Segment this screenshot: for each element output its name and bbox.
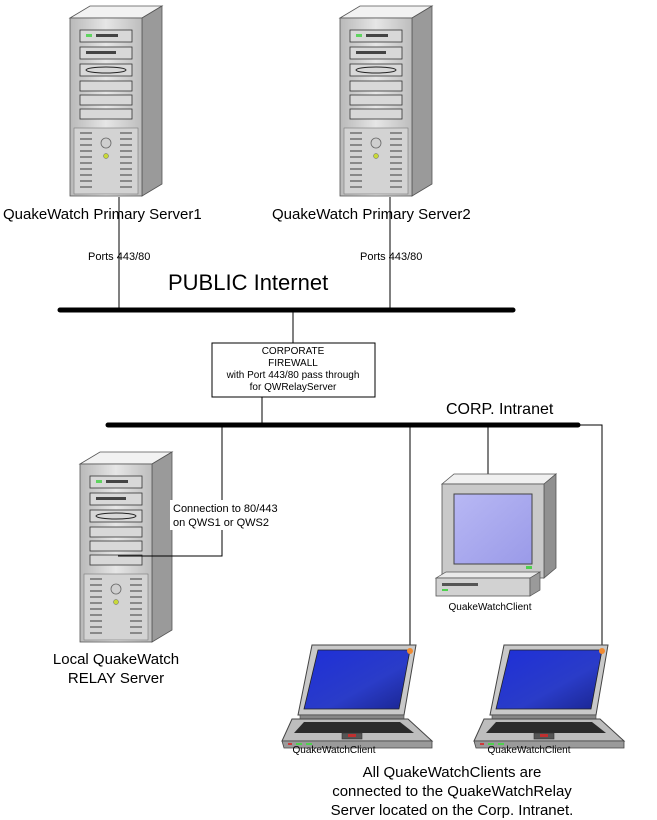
laptop1-client-link: [390, 425, 411, 677]
laptop1-client-label: QuakeWatchClient: [293, 745, 376, 756]
desktop-client-icon: [434, 473, 558, 597]
relay-connection-line2: on QWS1 or QWS2: [173, 517, 269, 529]
primary-server2-label: QuakeWatch Primary Server2: [272, 206, 471, 223]
note-line2: connected to the QuakeWatchRelay: [332, 783, 572, 800]
relay-server-icon: [79, 451, 173, 643]
primary-server1-icon: [69, 5, 163, 197]
public-internet-label: PUBLIC Internet: [168, 270, 328, 295]
firewall-line1: CORPORATE: [262, 346, 325, 357]
note-line3: Server located on the Corp. Intranet.: [331, 802, 574, 819]
relay-connection-note-bg: [170, 500, 275, 530]
firewall-line2: FIREWALL: [268, 358, 318, 369]
firewall-line4: for QWRelayServer: [250, 382, 337, 393]
corp-intranet-label: CORP. Intranet: [446, 401, 554, 418]
relay-server-label-line2: RELAY Server: [68, 670, 164, 687]
primary-server1-label: QuakeWatch Primary Server1: [3, 206, 202, 223]
corporate-firewall-box: [211, 342, 376, 398]
laptop1-client-icon: [281, 644, 433, 749]
server2-ports-label: Ports 443/80: [360, 251, 422, 263]
laptop2-client-label: QuakeWatchClient: [488, 745, 571, 756]
relay-server-label-line1: Local QuakeWatch: [53, 651, 179, 668]
primary-server2-icon: [339, 5, 433, 197]
note-line1: All QuakeWatchClients are: [363, 764, 542, 781]
relay-connection-line1: Connection to 80/443: [173, 503, 278, 515]
server1-ports-label: Ports 443/80: [88, 251, 150, 263]
firewall-line3: with Port 443/80 pass through: [226, 370, 360, 381]
laptop2-client-icon: [473, 644, 625, 749]
desktop-client-label: QuakeWatchClient: [449, 602, 532, 613]
relay-server-link: [118, 425, 223, 557]
